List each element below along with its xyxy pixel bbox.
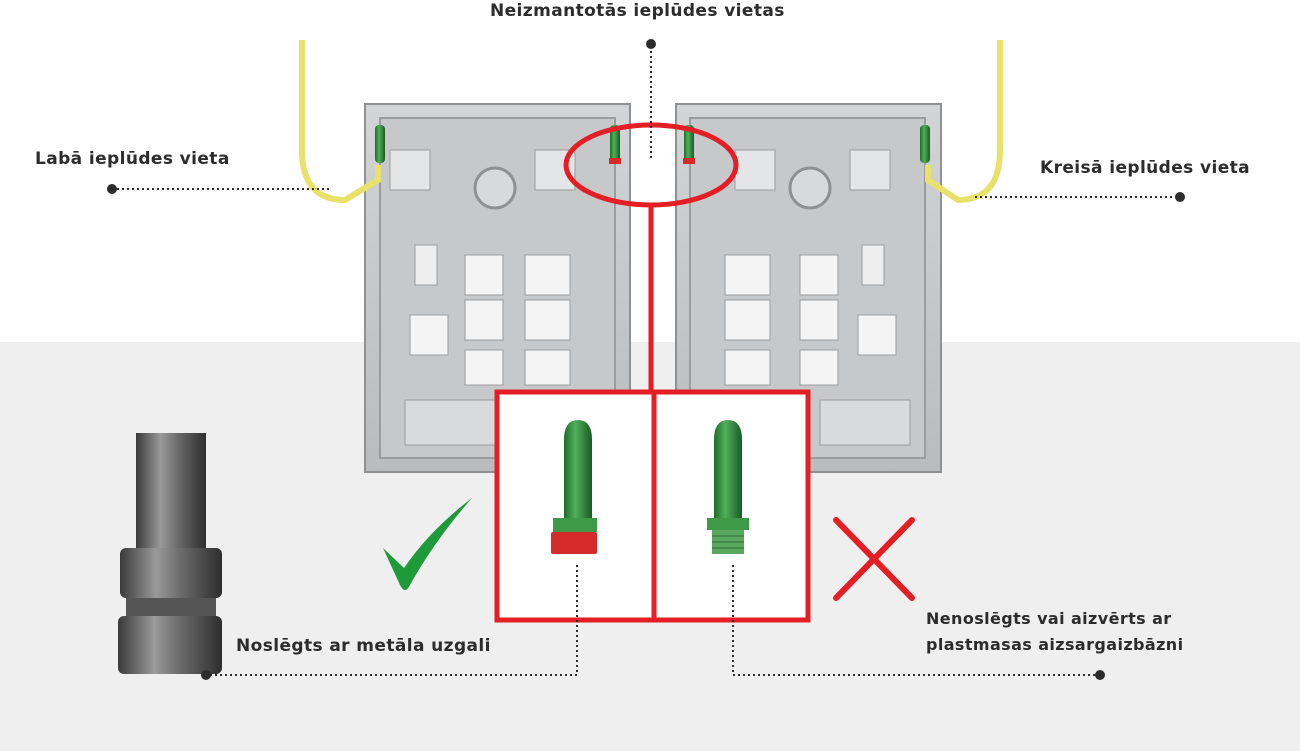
unsealed-label-line2: plastmasas aizsargaizbāzni bbox=[926, 635, 1184, 654]
right-inlet-hose bbox=[299, 40, 381, 204]
unused-inlets-label: Neizmantotās ieplūdes vietas bbox=[490, 1, 785, 21]
valve-with-cap-image bbox=[551, 420, 597, 554]
left-inlet-valve bbox=[920, 125, 930, 163]
sealed-metal-cap-label: Noslēgts ar metāla uzgali bbox=[236, 636, 491, 656]
check-mark-icon bbox=[383, 498, 472, 590]
unused-inlet-valve-right bbox=[683, 125, 695, 164]
left-inlet-hose bbox=[925, 40, 1003, 204]
leader-lines bbox=[112, 46, 1180, 676]
leader-dots bbox=[107, 39, 1185, 680]
metal-cap-fitting-image bbox=[118, 433, 222, 674]
right-inlet-label: Labā ieplūdes vieta bbox=[35, 149, 230, 169]
valve-with-plug-image bbox=[707, 420, 749, 554]
left-inlet-label: Kreisā ieplūdes vieta bbox=[1040, 158, 1251, 178]
cross-icon bbox=[833, 517, 915, 601]
right-inlet-valve bbox=[375, 125, 385, 163]
unused-inlet-valve-left bbox=[609, 125, 621, 164]
unsealed-label-line1: Nenoslēgts vai aizvērts ar bbox=[926, 609, 1172, 628]
